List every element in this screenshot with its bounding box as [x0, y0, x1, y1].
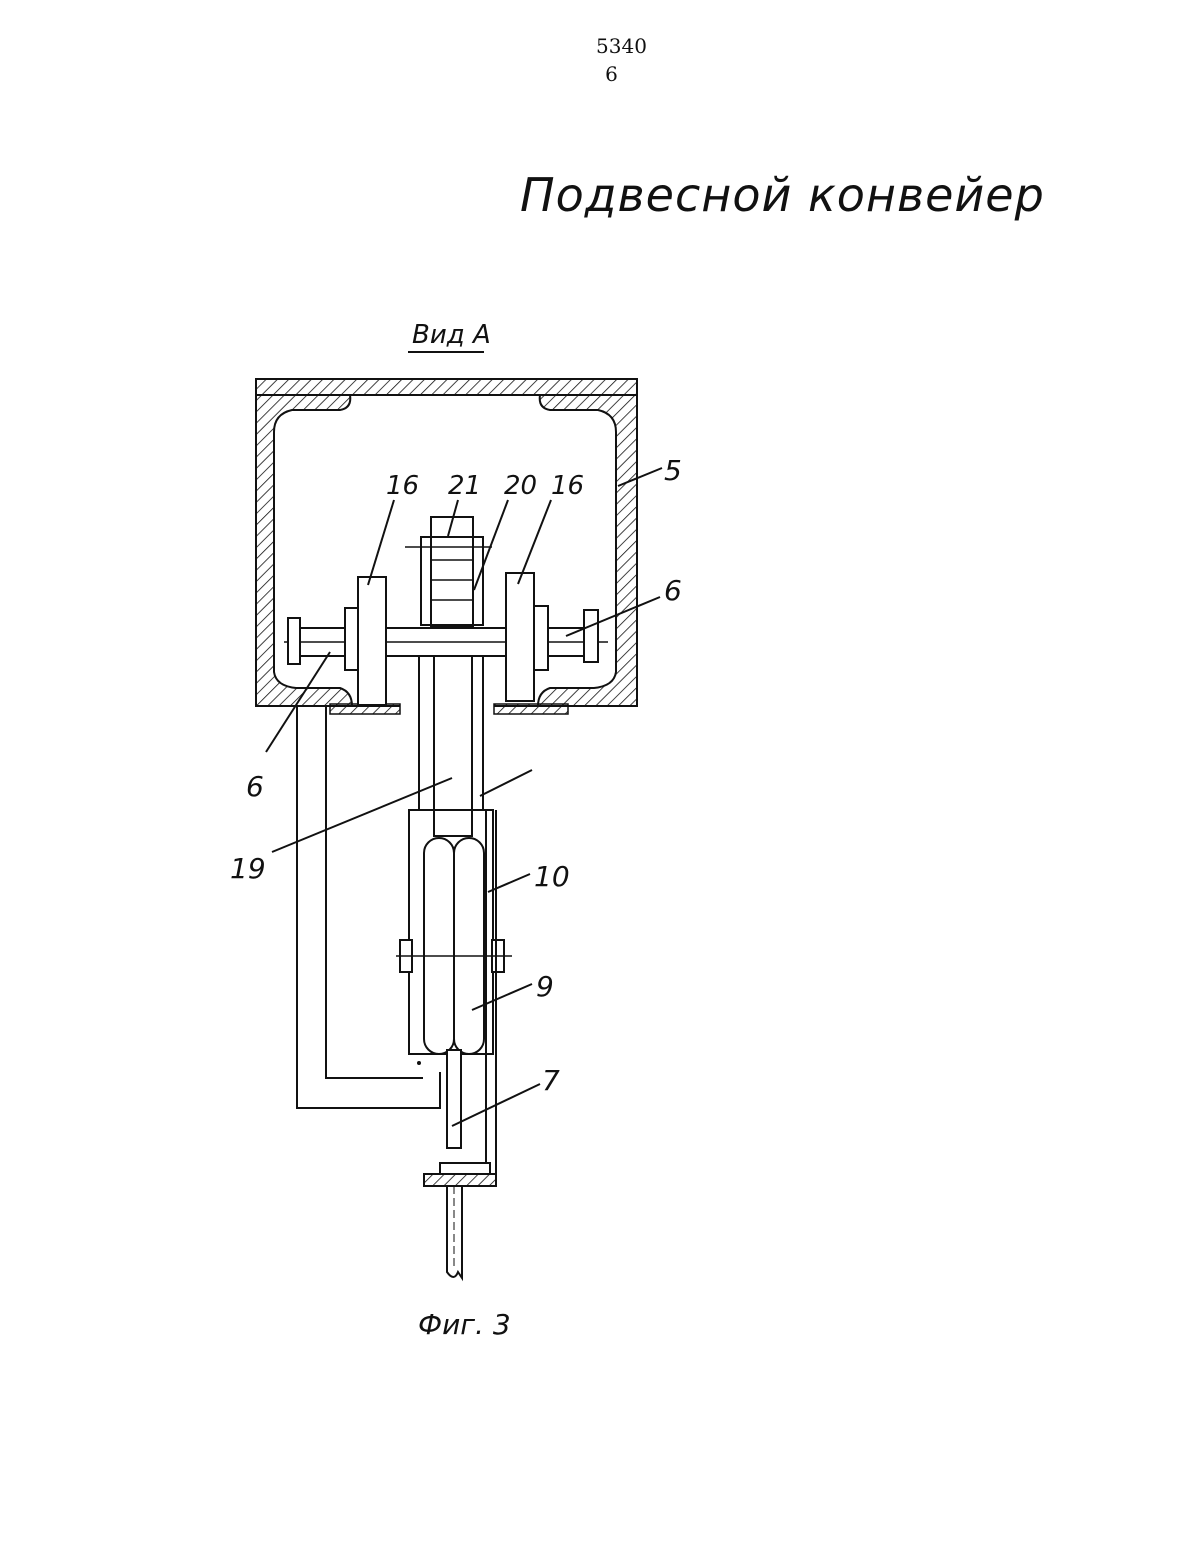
axle-nut-left — [288, 618, 300, 664]
label-20: 20 — [504, 471, 537, 501]
top-plate — [256, 379, 637, 395]
label-21: 21 — [448, 471, 481, 501]
view-label: Вид А — [412, 320, 491, 350]
leader-16-right — [518, 500, 551, 584]
leader-10 — [488, 874, 530, 892]
roller-16-right — [506, 573, 534, 701]
label-6-right: 6 — [664, 574, 682, 607]
label-10: 10 — [534, 860, 570, 893]
leader-20 — [474, 500, 508, 590]
rod-7 — [447, 1050, 461, 1148]
roller-9-right — [454, 838, 484, 1054]
label-16-left: 16 — [386, 471, 419, 501]
hub-left — [345, 608, 359, 670]
roller-9-left — [424, 838, 454, 1054]
leader-19-b — [480, 770, 532, 796]
leader-16-left — [368, 500, 394, 585]
leader-19 — [272, 778, 452, 852]
hub-right — [534, 606, 548, 670]
dot-mark — [417, 1061, 421, 1065]
label-19: 19 — [230, 852, 266, 885]
label-7: 7 — [542, 1064, 560, 1097]
foot-plate — [424, 1174, 496, 1186]
label-16-right: 16 — [551, 471, 584, 501]
chain-link-21 — [431, 517, 473, 627]
foot-lip — [440, 1163, 490, 1174]
figure-caption: Фиг. 3 — [418, 1308, 511, 1341]
roller-16-left — [358, 577, 386, 705]
flange-right — [494, 704, 568, 714]
axle-nut-right — [584, 610, 598, 662]
leader-6-right — [566, 597, 660, 636]
label-5: 5 — [664, 454, 682, 487]
label-9: 9 — [536, 970, 554, 1003]
label-6-left: 6 — [246, 770, 264, 803]
